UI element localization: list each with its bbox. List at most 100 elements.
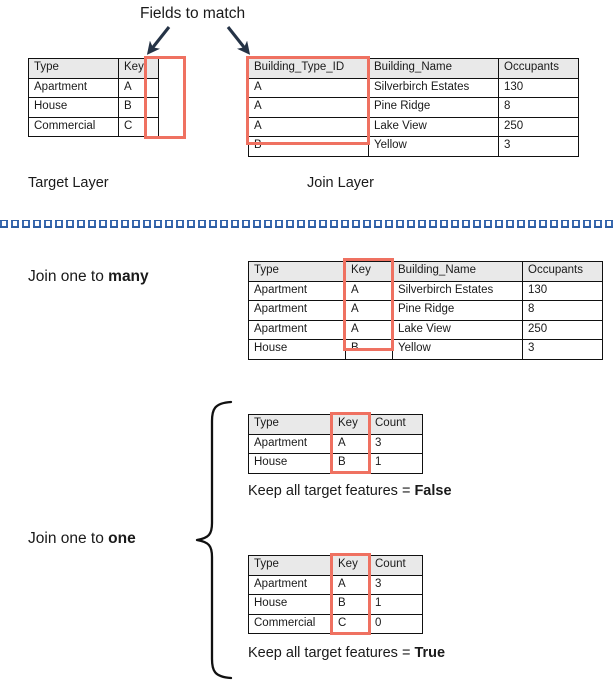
- table-row: House B Yellow 3: [248, 339, 603, 360]
- cell-key: A: [332, 433, 370, 454]
- fields-to-match-label: Fields to match: [140, 5, 246, 22]
- cell-count: 0: [369, 613, 423, 634]
- one-to-many-result-table: Type Key Building_Name Occupants Apartme…: [248, 261, 603, 360]
- cell-occupants: 130: [522, 280, 603, 301]
- table-row: B Yellow 3: [248, 136, 579, 157]
- keep-false-caption: Keep all target features = False: [248, 483, 452, 500]
- column-header-count: Count: [369, 414, 423, 435]
- cell-key: A: [345, 300, 393, 321]
- cell-key: B: [332, 453, 370, 474]
- one-to-one-keep-true-table: Type Key Count Apartment A 3 House B 1 C…: [248, 555, 423, 634]
- table-header-row: Type Key Building_Name Occupants: [248, 261, 603, 282]
- cell-key: B: [345, 339, 393, 360]
- cell-occupants: 130: [498, 77, 579, 98]
- one-to-many-table-wrapper: Type Key Building_Name Occupants Apartme…: [248, 258, 603, 360]
- table-row: House B: [28, 97, 159, 118]
- cell-occupants: 250: [522, 319, 603, 340]
- cell-type: Commercial: [248, 613, 333, 634]
- divider-ticks: [0, 221, 613, 228]
- cell-building-type-id: A: [248, 77, 369, 98]
- join-layer-table: Building_Type_ID Building_Name Occupants…: [248, 58, 579, 157]
- arrow-to-target-key: [146, 26, 171, 55]
- cell-key: C: [118, 116, 159, 137]
- cell-type: House: [28, 97, 119, 118]
- table-row: House B 1: [248, 453, 423, 474]
- cell-key: A: [345, 280, 393, 301]
- column-header-key: Key: [332, 555, 370, 576]
- column-header-key: Key: [332, 414, 370, 435]
- join-one-to-many-prefix: Join one to: [28, 268, 109, 285]
- join-layer-table-wrapper: Building_Type_ID Building_Name Occupants…: [246, 56, 579, 157]
- one-to-one-brace: [195, 400, 233, 680]
- join-one-to-many-label: Join one to many: [28, 268, 149, 286]
- cell-building-name: Pine Ridge: [392, 300, 523, 321]
- table-row: House B 1: [248, 594, 423, 615]
- cell-building-name: Silverbirch Estates: [392, 280, 523, 301]
- cell-count: 1: [369, 453, 423, 474]
- section-divider: [0, 220, 613, 229]
- keep-true-emphasis: True: [414, 645, 446, 661]
- table-row: Apartment A Silverbirch Estates 130: [248, 280, 603, 301]
- table-row: Apartment A: [28, 77, 159, 98]
- cell-type: House: [248, 453, 333, 474]
- cell-type: Apartment: [248, 300, 346, 321]
- column-header-type: Type: [248, 261, 346, 282]
- cell-type: House: [248, 339, 346, 360]
- keep-false-emphasis: False: [414, 483, 452, 499]
- target-layer-table: Type Key Apartment A House B Commercial …: [28, 58, 159, 137]
- cell-type: Apartment: [248, 574, 333, 595]
- cell-key: B: [332, 594, 370, 615]
- cell-key: C: [332, 613, 370, 634]
- column-header-building-type-id: Building_Type_ID: [248, 58, 369, 79]
- table-header-row: Building_Type_ID Building_Name Occupants: [248, 58, 579, 79]
- column-header-type: Type: [248, 555, 333, 576]
- table-row: Apartment A 3: [248, 433, 423, 454]
- table-row: Commercial C: [28, 116, 159, 137]
- target-layer-caption: Target Layer: [28, 175, 109, 191]
- cell-key: A: [332, 574, 370, 595]
- cell-type: Apartment: [248, 280, 346, 301]
- cell-building-name: Lake View: [392, 319, 523, 340]
- cell-occupants: 8: [522, 300, 603, 321]
- table-row: A Lake View 250: [248, 116, 579, 137]
- column-header-occupants: Occupants: [498, 58, 579, 79]
- keep-false-prefix: Keep all target features =: [248, 483, 415, 499]
- join-one-to-one-label: Join one to one: [28, 530, 136, 548]
- column-header-building-name: Building_Name: [392, 261, 523, 282]
- cell-count: 1: [369, 594, 423, 615]
- cell-key: A: [118, 77, 159, 98]
- one-to-one-true-table-wrapper: Type Key Count Apartment A 3 House B 1 C…: [248, 553, 423, 635]
- table-header-row: Type Key Count: [248, 555, 423, 576]
- keep-true-prefix: Keep all target features =: [248, 645, 415, 661]
- cell-building-type-id: B: [248, 136, 369, 157]
- cell-count: 3: [369, 433, 423, 454]
- table-header-row: Type Key Count: [248, 414, 423, 435]
- target-layer-table-wrapper: Type Key Apartment A House B Commercial …: [28, 56, 186, 139]
- table-row: Apartment A 3: [248, 574, 423, 595]
- cell-building-name: Lake View: [368, 116, 499, 137]
- table-row: Commercial C 0: [248, 613, 423, 634]
- cell-type: Commercial: [28, 116, 119, 137]
- cell-building-name: Silverbirch Estates: [368, 77, 499, 98]
- keep-true-caption: Keep all target features = True: [248, 645, 445, 662]
- one-to-one-keep-false-table: Type Key Count Apartment A 3 House B 1: [248, 414, 423, 474]
- join-layer-caption: Join Layer: [307, 175, 374, 191]
- join-one-to-many-emphasis: many: [108, 268, 149, 285]
- cell-building-type-id: A: [248, 116, 369, 137]
- one-to-one-false-table-wrapper: Type Key Count Apartment A 3 House B 1: [248, 412, 423, 474]
- cell-type: House: [248, 594, 333, 615]
- cell-building-name: Yellow: [368, 136, 499, 157]
- join-one-to-one-prefix: Join one to: [28, 530, 109, 547]
- cell-type: Apartment: [28, 77, 119, 98]
- column-header-key: Key: [118, 58, 159, 79]
- column-header-building-name: Building_Name: [368, 58, 499, 79]
- cell-building-name: Pine Ridge: [368, 97, 499, 118]
- table-header-row: Type Key: [28, 58, 159, 79]
- column-header-type: Type: [28, 58, 119, 79]
- cell-building-type-id: A: [248, 97, 369, 118]
- cell-occupants: 3: [498, 136, 579, 157]
- cell-occupants: 250: [498, 116, 579, 137]
- column-header-occupants: Occupants: [522, 261, 603, 282]
- table-row: Apartment A Pine Ridge 8: [248, 300, 603, 321]
- cell-occupants: 8: [498, 97, 579, 118]
